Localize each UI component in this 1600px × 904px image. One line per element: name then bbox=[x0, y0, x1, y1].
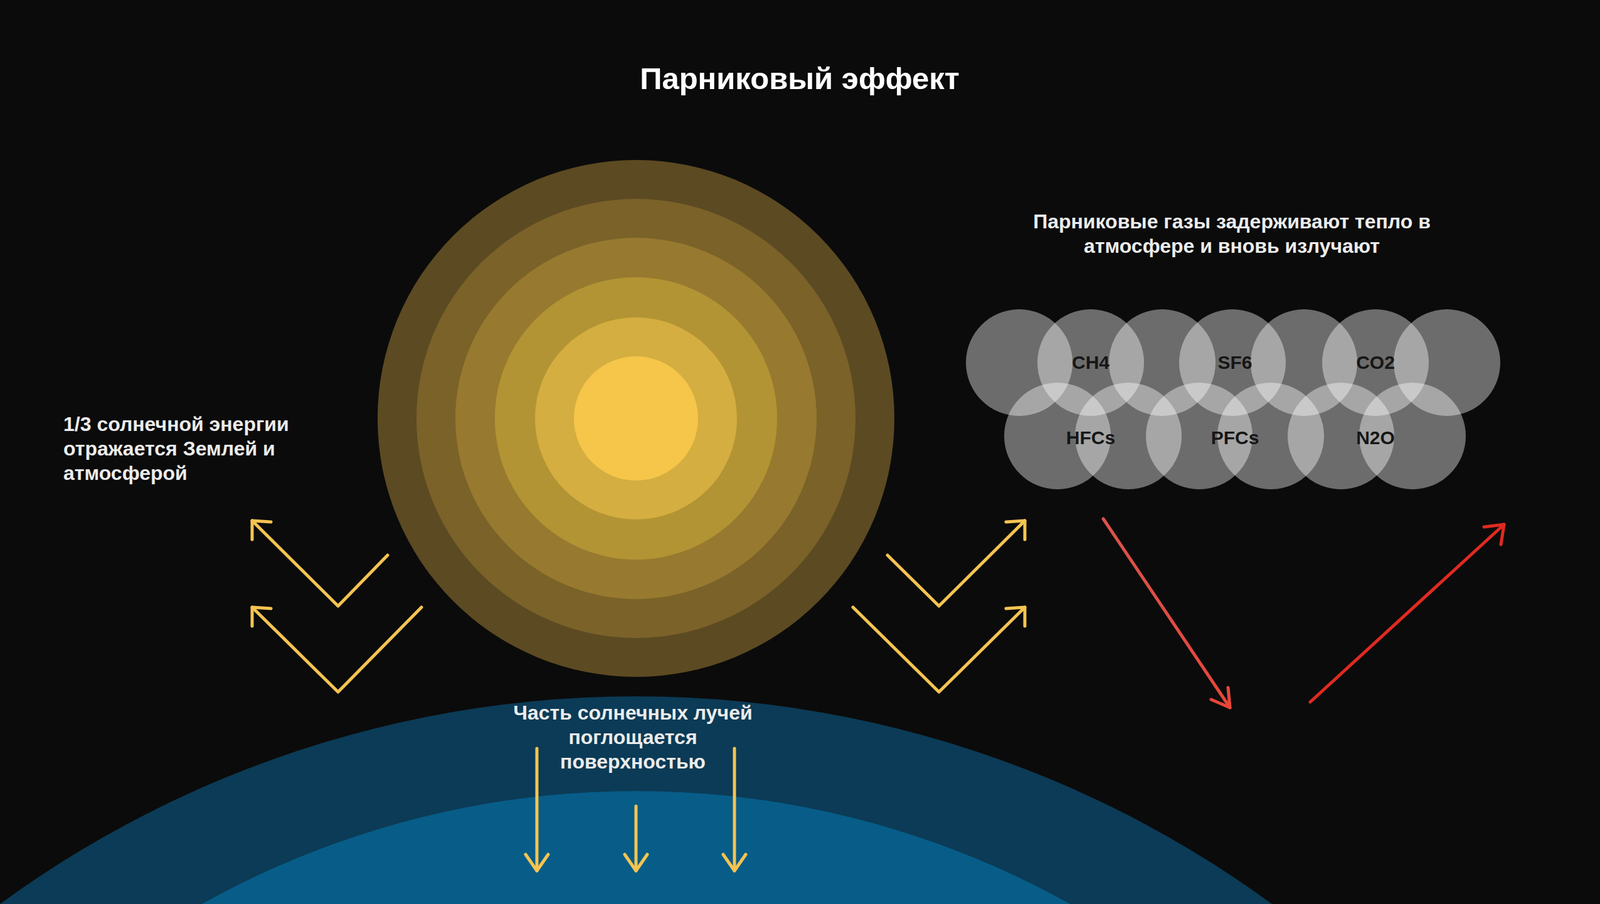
sun bbox=[377, 159, 895, 677]
greenhouse-note: Парниковые газы задерживают тепло в атмо… bbox=[1015, 209, 1449, 259]
gas-label: N2O bbox=[1356, 427, 1395, 449]
gas-label: SF6 bbox=[1217, 351, 1252, 374]
gas-cloud bbox=[965, 309, 1501, 490]
absorption-note: Часть солнечных лучей поглощается поверх… bbox=[498, 700, 768, 774]
gas-label: HFCs bbox=[1066, 427, 1116, 449]
reflected-rays bbox=[252, 520, 1025, 692]
gas-label: PFCs bbox=[1211, 427, 1260, 449]
gas-label: CO2 bbox=[1356, 351, 1395, 374]
earth bbox=[0, 696, 1600, 904]
diagram-title: Парниковый эффект bbox=[639, 60, 960, 96]
reemitted-heat bbox=[1103, 518, 1505, 708]
reflection-note: 1/3 солнечной энергии отражается Землей … bbox=[63, 412, 327, 486]
gas-label: CH4 bbox=[1071, 351, 1110, 374]
